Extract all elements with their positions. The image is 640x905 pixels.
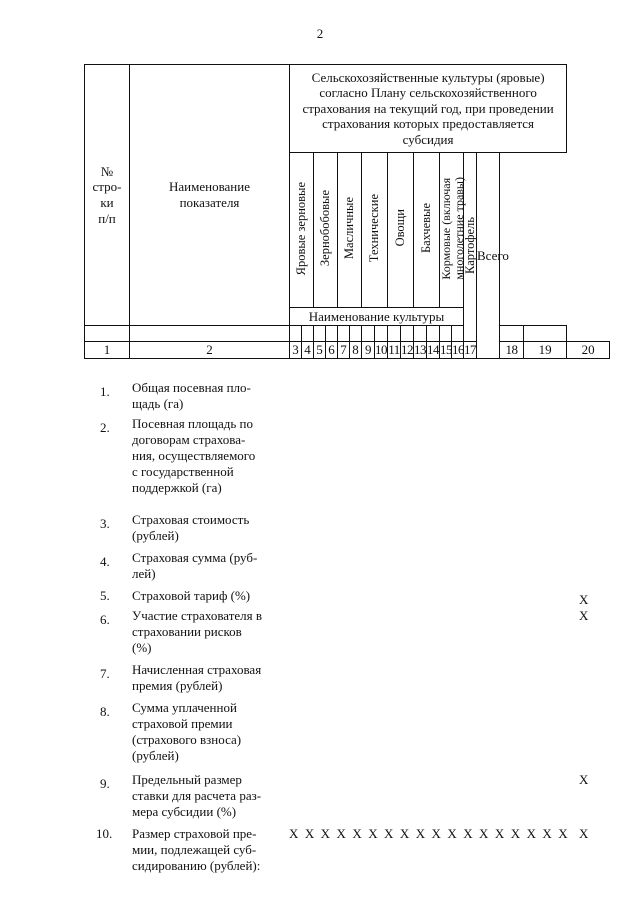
- column-number: 14: [426, 341, 440, 359]
- column-number: 19: [522, 341, 568, 359]
- blank-cell: [313, 325, 326, 342]
- row-number: 6.: [100, 612, 110, 627]
- culture-group-vegetables: Овощи: [387, 152, 414, 308]
- row-label: Посевная площадь по договорам страхова- …: [132, 416, 256, 495]
- row-x-marks: X X X X X X X X X X X X X X X X X X: [289, 826, 570, 841]
- blank-cell: [413, 325, 427, 342]
- row-label: Страховая сумма (руб- лей): [132, 550, 258, 581]
- column-number: 6: [325, 341, 338, 359]
- row-label: Страховая стоимость (рублей): [132, 512, 250, 543]
- column-number: 18: [499, 341, 524, 359]
- row-total-mark: X: [579, 592, 589, 607]
- indicator-header: Наименование показателя: [129, 64, 290, 326]
- blank-cell: [301, 325, 314, 342]
- column-number: 16: [451, 341, 465, 359]
- blank-cell: [325, 325, 338, 342]
- row-label: Размер страховой пре- мии, подлежащей су…: [132, 826, 261, 873]
- blank-cell: [129, 325, 290, 342]
- culture-group-legumes: Зернобобовые: [313, 152, 338, 308]
- column-number: 15: [439, 341, 453, 359]
- column-number: 13: [413, 341, 427, 359]
- blank-cell: [349, 325, 362, 342]
- row-number: 3.: [100, 516, 110, 531]
- culture-group-fodder: Кормовые (включая многолетние травы): [439, 152, 466, 308]
- blank-cell: [374, 325, 388, 342]
- culture-group-header: Сельскохозяйственные культуры (яровые) с…: [288, 64, 568, 153]
- column-number: 7: [337, 341, 350, 359]
- row-total-mark: X: [579, 826, 589, 841]
- row-label: Сумма уплаченной страховой премии (страх…: [132, 700, 242, 763]
- row-number: 5.: [100, 588, 110, 603]
- column-number: 1: [84, 341, 130, 359]
- column-number: 11: [387, 341, 401, 359]
- blank-cell: [499, 325, 524, 342]
- row-total-mark: X: [579, 608, 589, 623]
- culture-group-melons: Бахчевые: [413, 152, 440, 308]
- row-number: 7.: [100, 666, 110, 681]
- row-number: 4.: [100, 554, 110, 569]
- culture-group-spring-grain: Яровые зерновые: [289, 152, 314, 308]
- row-label: Предельный размер ставки для расчета раз…: [132, 772, 262, 819]
- rownum-header: № стро- ки п/п: [84, 64, 130, 326]
- blank-cell: [289, 325, 302, 342]
- column-number: 4: [301, 341, 314, 359]
- page-number: 2: [316, 26, 324, 41]
- blank-cell: [522, 325, 568, 342]
- column-number: 2: [129, 341, 290, 359]
- row-number: 2.: [100, 420, 110, 435]
- culture-name-header: Наименование культуры: [289, 307, 464, 326]
- blank-cell: [439, 325, 452, 342]
- column-number: 20: [566, 341, 610, 359]
- column-number: 12: [400, 341, 414, 359]
- row-number: 1.: [100, 384, 110, 399]
- column-number: 17: [463, 341, 477, 359]
- row-number: 8.: [100, 704, 110, 719]
- row-label: Начисленная страховая премия (рублей): [132, 662, 262, 693]
- culture-group-oilseeds: Масличные: [337, 152, 362, 308]
- blank-cell: [426, 325, 440, 342]
- column-number: 10: [374, 341, 388, 359]
- column-number: 9: [361, 341, 375, 359]
- row-number: 10.: [96, 826, 113, 841]
- total-header: Всего: [476, 152, 509, 359]
- blank-cell: [337, 325, 350, 342]
- blank-cell: [400, 325, 414, 342]
- row-label: Общая посевная пло- щадь (га): [132, 380, 251, 411]
- blank-cell: [361, 325, 375, 342]
- blank-cell: [451, 325, 464, 342]
- blank-cell: [84, 325, 130, 342]
- blank-cell: [387, 325, 401, 342]
- column-number: 5: [313, 341, 326, 359]
- row-total-mark: X: [579, 772, 589, 787]
- culture-group-technical: Технические: [361, 152, 388, 308]
- row-label: Участие страхователя в страховании риско…: [132, 608, 263, 655]
- column-number: 8: [349, 341, 362, 359]
- header-table: № стро- ки п/п Наименование показателя С…: [84, 64, 610, 359]
- row-label: Страховой тариф (%): [132, 588, 251, 603]
- row-number: 9.: [100, 776, 110, 791]
- column-number: 3: [289, 341, 302, 359]
